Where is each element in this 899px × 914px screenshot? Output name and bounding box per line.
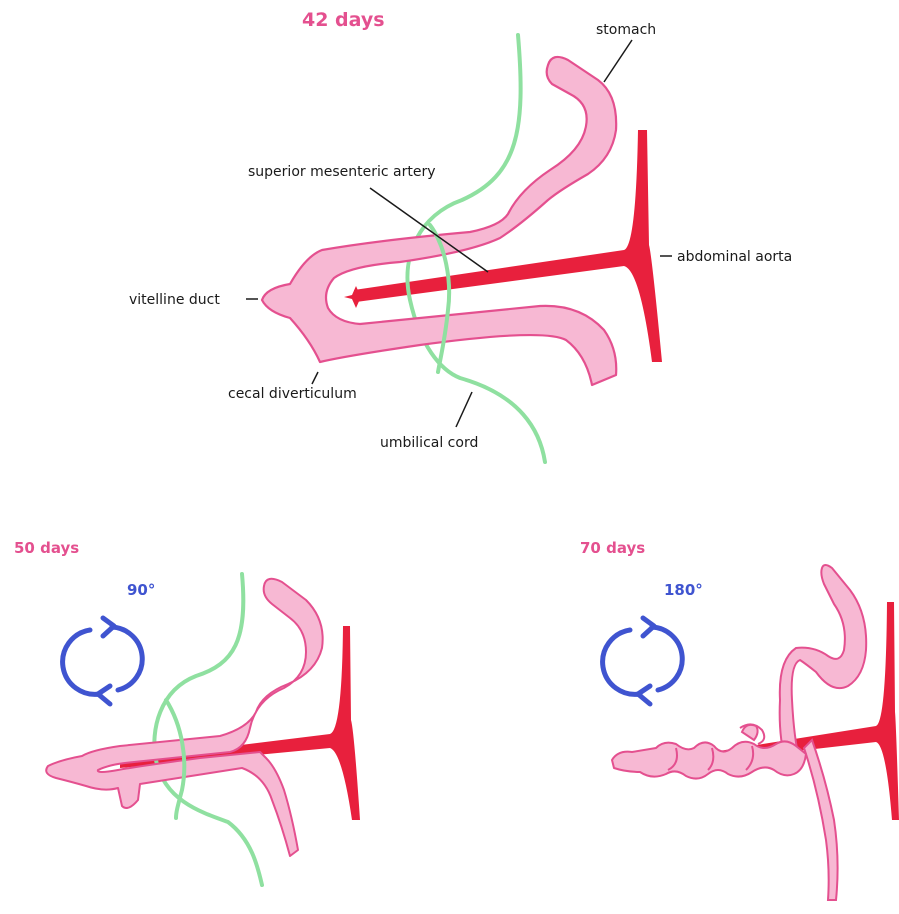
rotation-arrows-icon — [63, 618, 143, 704]
label-cecal-diverticulum: cecal diverticulum — [228, 386, 357, 402]
coiled-intestine-70 — [612, 741, 806, 778]
leader-stomach — [604, 40, 632, 82]
label-umbilical-cord: umbilical cord — [380, 435, 478, 451]
panel-title-70-days: 70 days — [580, 539, 645, 557]
label-superior-mesenteric-artery: superior mesenteric artery — [248, 164, 436, 180]
abdominal-aorta-70 — [700, 602, 899, 820]
cecum-bud-70 — [742, 725, 758, 740]
panel-50-days: 50 days 90° — [14, 539, 360, 885]
panel-70-days: 70 days 180° — [580, 539, 899, 900]
midgut-loop — [262, 57, 616, 385]
rotation-arrows-icon — [603, 618, 683, 704]
rotation-label-180: 180° — [664, 581, 703, 599]
leader-cecal — [312, 372, 318, 384]
panel-title-50-days: 50 days — [14, 539, 79, 557]
panel-title-42-days: 42 days — [302, 9, 385, 31]
umbilical-cord-70 — [804, 740, 838, 900]
midgut-loop-50 — [46, 579, 322, 856]
rotation-label-90: 90° — [127, 581, 155, 599]
label-vitelline-duct: vitelline duct — [129, 292, 220, 308]
leader-cord — [456, 392, 472, 427]
label-stomach: stomach — [596, 22, 656, 38]
panel-42-days: 42 days stomach superior mesenteric arte… — [129, 9, 792, 462]
label-abdominal-aorta: abdominal aorta — [677, 249, 792, 265]
